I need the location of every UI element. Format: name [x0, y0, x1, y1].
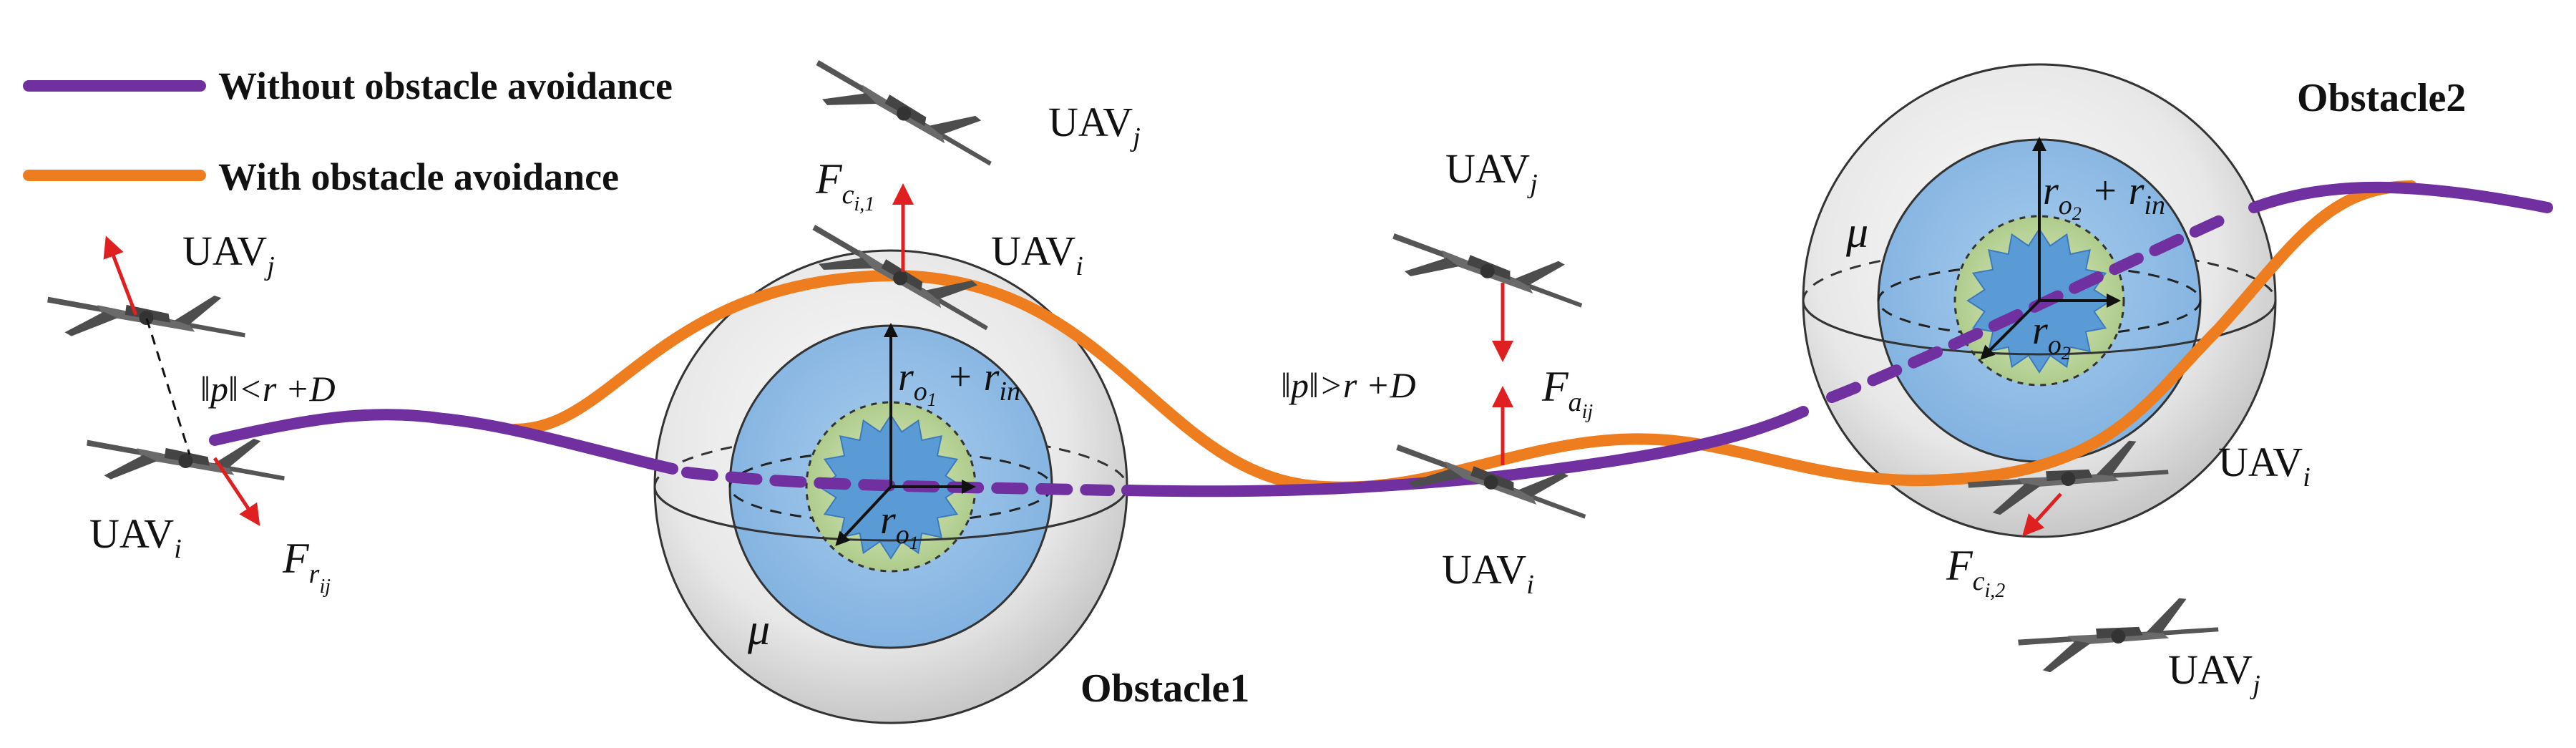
- obstacle-1-outer-radius-label: ro1+ rin: [898, 355, 1020, 410]
- obstacle-2-equator-front: [1802, 300, 2277, 356]
- radius-arrows: [835, 137, 2121, 546]
- label-uav-i-left: UAVi: [89, 510, 182, 564]
- obstacle-2-inner-radius-arrow: [1980, 299, 2041, 360]
- uav-i-middle: [1387, 421, 1596, 541]
- obstacle-1-mu: μ: [747, 606, 770, 654]
- obstacle-1-equator-front: [653, 486, 1128, 542]
- force-repulsive-down-arrow: [213, 457, 260, 526]
- uav-labels: UAVj UAVi UAVj UAVi UAVj UAVi UAVi UAVj: [89, 99, 2311, 700]
- obstacle-2-mu: μ: [1845, 208, 1868, 257]
- condition-greater-than: ‖p‖>r +D: [1281, 365, 1416, 405]
- label-force-repulsive: Frij: [282, 535, 331, 598]
- label-uav-j-top: UAVj: [1048, 99, 1141, 152]
- label-uav-j-middle: UAVj: [1445, 145, 1538, 199]
- uav-j-left: [43, 272, 250, 361]
- obstacle-2-inner-radius-label: ro2: [2032, 309, 2071, 364]
- force-labels: Frij Fci,1 Faij Fci,2: [282, 155, 2005, 602]
- obstacle-2-label: Obstacle2: [2297, 76, 2466, 120]
- uav-j-middle: [1383, 210, 1593, 330]
- force-arrows: [103, 183, 2062, 537]
- label-uav-j-bottom-right: UAVj: [2168, 646, 2260, 700]
- label-uav-j-left: UAVj: [182, 228, 275, 281]
- label-force-attractive: Faij: [1541, 363, 1593, 423]
- legend-with-label: With obstacle avoidance: [218, 155, 619, 198]
- trajectory-without-avoidance-c: [2248, 181, 2553, 213]
- legend-without-label: Without obstacle avoidance: [218, 64, 673, 107]
- trajectories: [209, 180, 2553, 497]
- label-uav-i-obstacle2: UAVi: [2218, 439, 2311, 492]
- obstacle-1-label: Obstacle1: [1080, 666, 1249, 711]
- label-force-obstacle1: Fci,1: [815, 155, 874, 215]
- legend: Without obstacle avoidance With obstacle…: [23, 64, 673, 198]
- distance-conditions: ‖p‖<r +D ‖p‖>r +D: [200, 365, 1416, 409]
- force-obstacle2-arrow: [2021, 492, 2062, 537]
- condition-less-than: ‖p‖<r +D: [200, 369, 336, 409]
- trajectory-with-avoidance: [509, 180, 2417, 493]
- trajectory-without-avoidance-a: [209, 409, 678, 475]
- label-force-obstacle2: Fci,2: [1946, 542, 2005, 602]
- uav-distance-line: [145, 318, 191, 455]
- trajectory-without-avoidance-b: [1121, 406, 1809, 497]
- trajectory-without-avoidance-dash-1: [681, 467, 1115, 496]
- force-repulsive-up-arrow: [103, 235, 138, 316]
- obstacle-1-inner-radius-label: ro1: [880, 498, 919, 553]
- obstacle-2-outer-radius-label: ro2+ rin: [2043, 169, 2165, 224]
- obstacle-1-inner-radius-arrow: [835, 485, 892, 546]
- obstacle-labels: Obstacle1 Obstacle2 μ μ ro1+ rin ro1 ro2…: [747, 76, 2466, 711]
- trajectory-without-avoidance-dash-2: [1826, 209, 2238, 403]
- label-uav-i-middle: UAVi: [1442, 546, 1534, 600]
- label-uav-i-obstacle1: UAVi: [991, 228, 1083, 281]
